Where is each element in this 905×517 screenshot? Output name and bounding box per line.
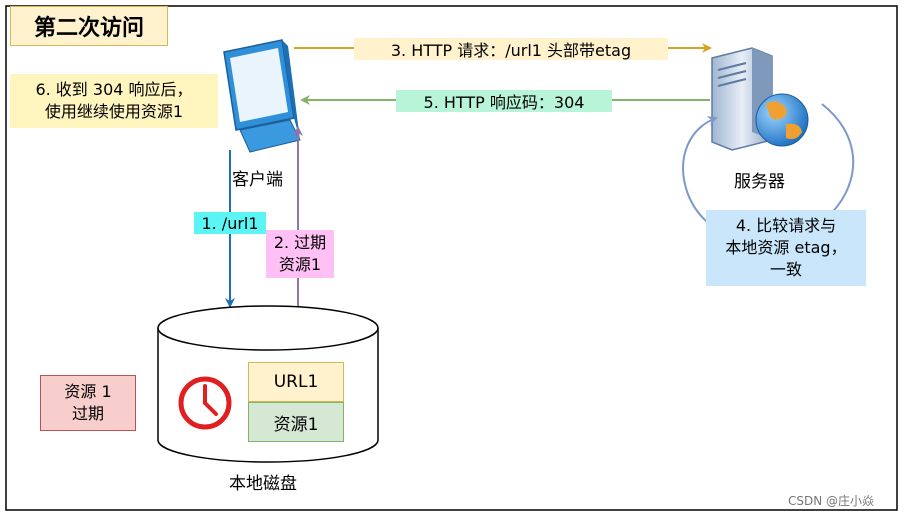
step2-label: 2. 过期 资源1 — [266, 230, 334, 278]
step5-label: 5. HTTP 响应码：304 — [396, 90, 612, 112]
disk-resource-text: 资源1 — [273, 414, 319, 435]
disk-url-text: URL1 — [273, 372, 319, 392]
disk-label: 本地磁盘 — [229, 474, 297, 494]
step6-line2: 使用继续使用资源1 — [44, 102, 184, 121]
step3-label: 3. HTTP 请求：/url1 头部带etag — [354, 38, 668, 60]
server-label: 服务器 — [734, 172, 785, 192]
step1-label: 1. /url1 — [194, 212, 266, 234]
step1-text: 1. /url1 — [201, 213, 259, 233]
step4-line2: 本地资源 etag， — [725, 238, 847, 257]
step4-label: 4. 比较请求与 本地资源 etag， 一致 — [706, 210, 866, 286]
clock-icon — [178, 376, 232, 430]
step4-line1: 4. 比较请求与 — [735, 216, 837, 235]
step2-line1: 2. 过期 — [273, 233, 327, 252]
client-label: 客户端 — [232, 170, 283, 190]
disk-url-cell: URL1 — [248, 362, 344, 402]
page-title: 第二次访问 — [10, 6, 168, 46]
watermark: CSDN @庄小焱 — [788, 494, 875, 508]
page-title-text: 第二次访问 — [33, 16, 144, 41]
step3-text: 3. HTTP 请求：/url1 头部带etag — [390, 41, 632, 60]
globe-icon — [755, 93, 809, 147]
computer-icon — [223, 39, 301, 153]
disk-resource-cell: 资源1 — [248, 402, 344, 442]
expired-note: 资源 1 过期 — [40, 375, 136, 431]
step5-text: 5. HTTP 响应码：304 — [423, 93, 585, 112]
step2-line2: 资源1 — [278, 255, 322, 274]
outer-frame — [5, 5, 898, 511]
step6-line1: 6. 收到 304 响应后， — [35, 80, 193, 99]
step4-line3: 一致 — [769, 260, 802, 279]
expired-line1: 资源 1 — [64, 382, 112, 401]
expired-line2: 过期 — [71, 404, 104, 423]
step6-note: 6. 收到 304 响应后， 使用继续使用资源1 — [10, 74, 218, 128]
